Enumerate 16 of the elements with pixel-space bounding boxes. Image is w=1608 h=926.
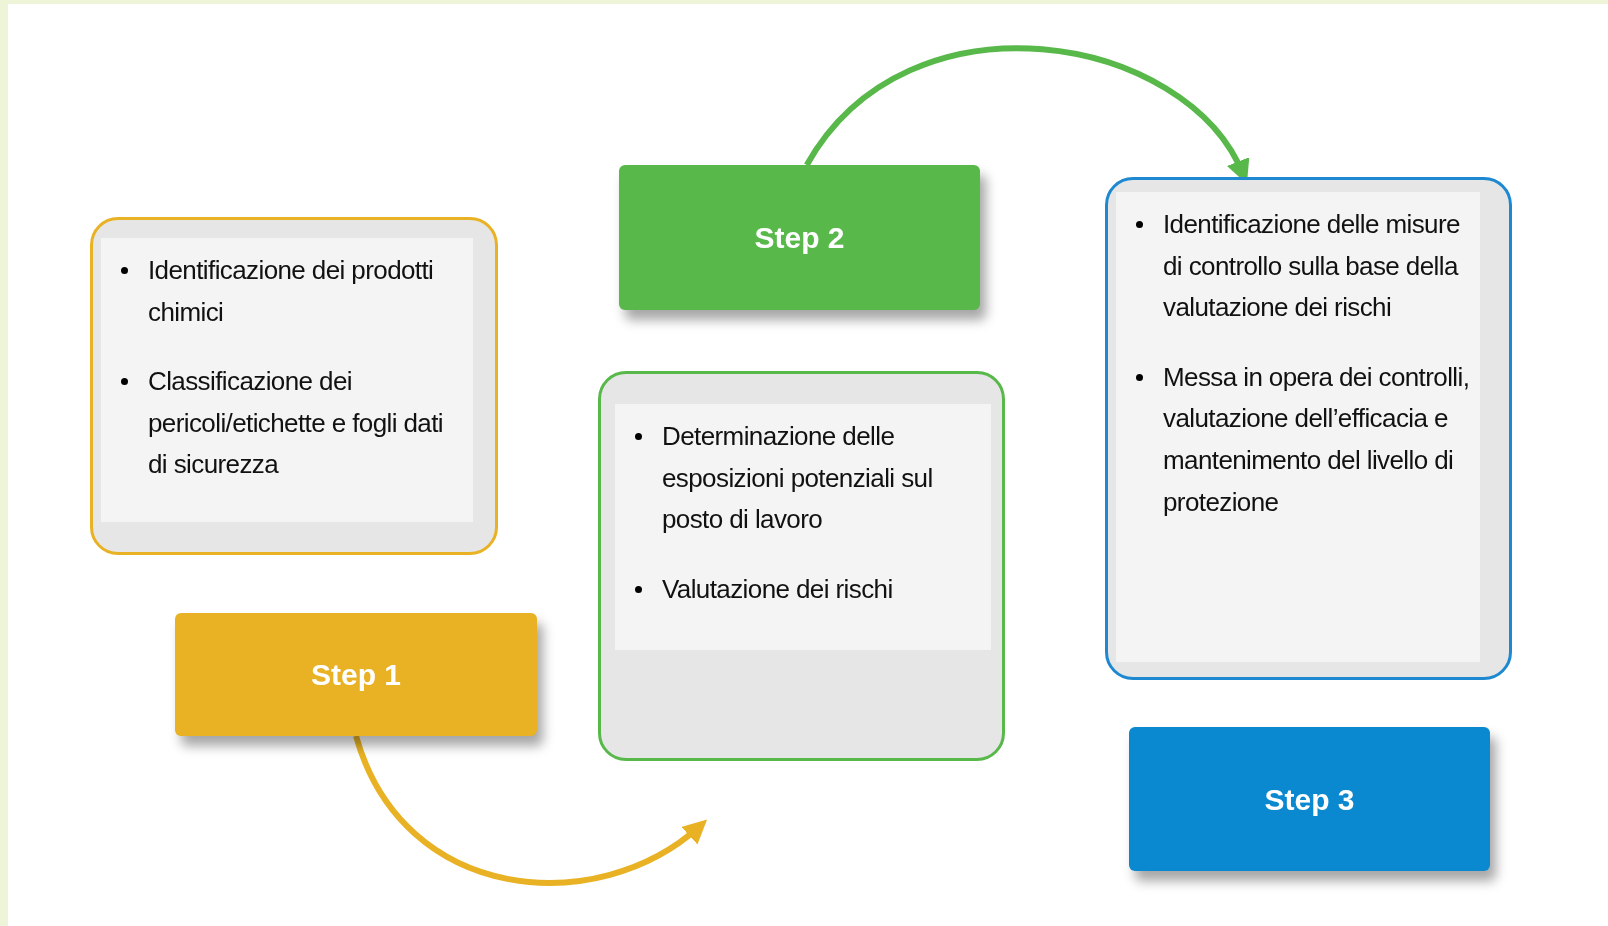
bullet-text: Valutazione dei rischi <box>662 572 893 606</box>
bullet-text: Identificazione delle misure di controllo sulla base della valutazione dei rischi <box>1163 208 1461 325</box>
rounded-panel <box>598 371 1005 761</box>
step-label: Step 1 <box>311 657 401 693</box>
bullet-text: Determinazione delle esposizioni potenziali sul posto di lavoro <box>662 420 934 537</box>
step-label: Step 2 <box>754 220 845 256</box>
curved-arrow <box>353 734 708 886</box>
bullet-text: Messa in opera dei controlli, valutazione dell’efficacia e mantenimento del livello di protezione <box>1163 360 1471 519</box>
step-box <box>175 613 537 736</box>
step-box <box>619 165 980 310</box>
rounded-panel <box>1105 177 1512 680</box>
rounded-panel <box>90 217 498 555</box>
bullet-text: Classificazione dei pericoli/etichette e fogli dati di sicurezza <box>148 365 445 482</box>
step-box <box>1129 727 1490 871</box>
bullet-text: Identificazione dei prodotti chimici <box>148 254 435 329</box>
step-label: Step 3 <box>1264 781 1355 818</box>
